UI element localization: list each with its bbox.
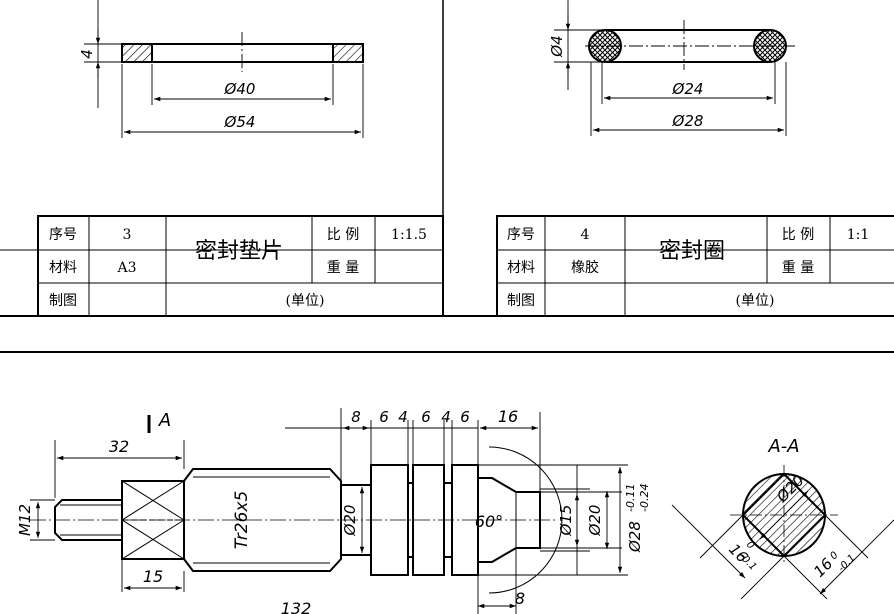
oring-serial-value: 4: [581, 227, 590, 243]
gasket-thickness-dim: 4: [78, 49, 96, 59]
shaft-len-15-dim: 15: [143, 567, 163, 586]
gasket-weight-label: 重 量: [327, 260, 359, 276]
section-aa-flat-right-tol-lower: -0.1: [836, 553, 858, 575]
shaft-groove-dim-5: 4: [441, 408, 451, 426]
shaft-groove-dim-2: 6: [379, 408, 389, 426]
gasket-drawn-label: 制图: [49, 293, 77, 309]
section-aa-title: A-A: [767, 436, 799, 457]
oring-drawn-label: 制图: [507, 293, 535, 309]
oring-outer-dia-dim: Ø28: [672, 112, 704, 130]
oring-scale-value: 1:1: [847, 227, 870, 243]
shaft-len-32-dim: 32: [109, 437, 129, 456]
oring-serial-label: 序号: [507, 227, 535, 243]
oring-weight-label: 重 量: [782, 260, 814, 276]
shaft-section-marker: A: [158, 410, 171, 431]
shaft-tol-lower: -0.24: [638, 484, 651, 512]
oring-inner-dia-dim: Ø24: [672, 80, 704, 98]
shaft-len-8-dim: 8: [515, 589, 525, 608]
shaft-tol-upper: -0.11: [624, 484, 637, 512]
gasket-drawing: 4 Ø40 Ø54: [78, 0, 364, 138]
gasket-material-value: A3: [116, 260, 136, 276]
section-aa-flat-right-tol-upper: 0: [828, 550, 840, 562]
shaft-len-16-dim: 16: [498, 407, 518, 426]
shaft-thread-m12-dim: M12: [16, 504, 34, 536]
shaft-total-length-dim: 132: [281, 599, 312, 614]
oring-drawing: Ø4 Ø24 Ø28: [548, 0, 795, 136]
shaft-groove-dim-6: 6: [460, 408, 470, 426]
section-aa-drawing: A-A Ø20 16 0 -0.1 16 0 -0.1: [671, 436, 894, 600]
gasket-serial-value: 3: [123, 227, 132, 243]
shaft-groove-dim-1: 8: [351, 408, 361, 426]
shaft-angle-dim: 60°: [475, 512, 503, 531]
shaft-thread-tr-dim: Tr26x5: [232, 491, 252, 550]
shaft-groove-dim-3: 4: [398, 408, 408, 426]
gasket-inner-dia-dim: Ø40: [224, 80, 256, 98]
gasket-title-block: 序号 3 材料 A3 制图 密封垫片 比 例 1:1.5 重 量 (单位): [0, 215, 444, 317]
shaft-collar-dia-28-dim: Ø28: [626, 521, 644, 553]
shaft-tip-dia-15-dim: Ø15: [557, 505, 575, 537]
gasket-part-name: 密封垫片: [195, 239, 283, 264]
shaft-body-dia-dim: Ø20: [341, 505, 359, 537]
oring-material-value: 橡胶: [571, 259, 599, 276]
oring-part-name: 密封圈: [659, 239, 725, 264]
shaft-drawing: A 32 15 M12 Tr26x5 Ø20 8 6 4 6 4 6 16 60…: [16, 407, 651, 614]
oring-section-dia-dim: Ø4: [548, 35, 566, 57]
oring-title-block: 序号 4 材料 橡胶 制图 密封圈 比 例 1:1 重 量 (单位): [496, 215, 894, 316]
oring-unit-label: (单位): [736, 293, 775, 309]
oring-scale-label: 比 例: [782, 227, 814, 243]
oring-material-label: 材料: [507, 260, 535, 276]
gasket-scale-value: 1:1.5: [391, 227, 427, 243]
section-aa-flat-left-tol-lower: -0.1: [737, 551, 759, 573]
gasket-unit-label: (单位): [286, 293, 325, 309]
shaft-tip-dia-20-dim: Ø20: [586, 505, 604, 537]
gasket-outer-dia-dim: Ø54: [224, 113, 256, 131]
gasket-material-label: 材料: [49, 260, 77, 276]
gasket-serial-label: 序号: [49, 227, 77, 243]
shaft-groove-dim-4: 6: [421, 408, 431, 426]
gasket-scale-label: 比 例: [327, 227, 359, 243]
